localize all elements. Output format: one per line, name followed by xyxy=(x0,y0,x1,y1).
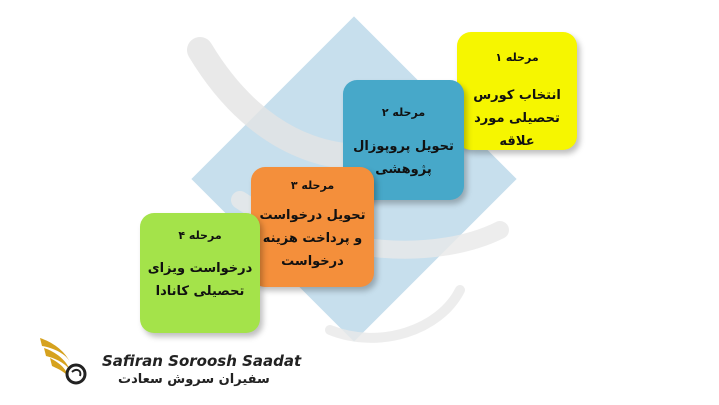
step-3-stage: مرحله ۳ xyxy=(290,179,335,192)
logo-name-fa: سفیران سروش سعادت xyxy=(118,372,270,387)
step-4-text: درخواست ویزای تحصیلی کانادا xyxy=(147,261,253,299)
step-1-stage: مرحله ۱ xyxy=(495,51,539,64)
step-card-3: مرحله ۳ تحویل درخواست و پرداخت هزینه درخ… xyxy=(251,167,374,287)
step-card-4: مرحله ۴ درخواست ویزای تحصیلی کانادا xyxy=(140,213,260,333)
step-2-stage: مرحله ۲ xyxy=(381,106,426,119)
company-logo: Safiran Soroosh Saadat سفیران سروش سعادت xyxy=(36,332,301,392)
step-card-1: مرحله ۱ انتخاب کورس تحصیلی مورد علاقه xyxy=(457,32,577,150)
step-2-text: تحویل پروپوزال پژوهشی xyxy=(353,139,454,177)
wing-logo-icon xyxy=(40,338,87,385)
step-1-text: انتخاب کورس تحصیلی مورد علاقه xyxy=(473,88,561,149)
logo-name-en: Safiran Soroosh Saadat xyxy=(102,352,302,370)
step-4-stage: مرحله ۴ xyxy=(178,229,222,242)
step-3-text: تحویل درخواست و پرداخت هزینه درخواست xyxy=(259,208,366,269)
